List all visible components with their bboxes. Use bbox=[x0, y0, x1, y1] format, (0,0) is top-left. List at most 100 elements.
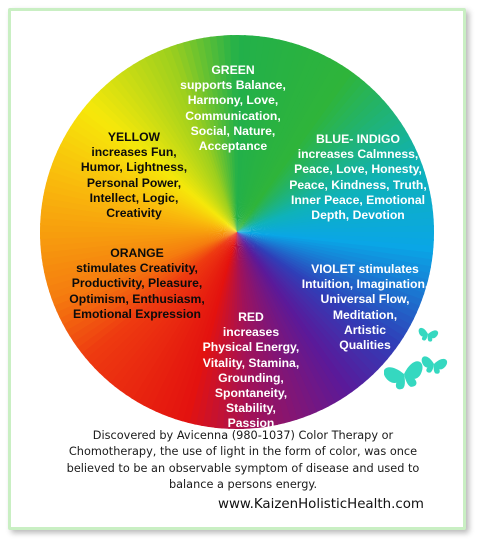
wheel-wedge bbox=[176, 42, 237, 232]
wheel-wedge bbox=[237, 232, 401, 350]
wheel-wedge bbox=[62, 232, 237, 331]
wheel-wedge bbox=[51, 232, 237, 306]
wheel-wedge bbox=[237, 151, 421, 232]
wheel-wedge bbox=[237, 105, 394, 232]
wheel-wedge bbox=[237, 218, 434, 232]
wheel-wedge bbox=[237, 232, 298, 422]
wheel-wedge bbox=[237, 90, 381, 232]
wheel-wedge bbox=[93, 232, 237, 374]
wheel-wedge bbox=[163, 46, 237, 232]
wheel-wedge bbox=[105, 79, 238, 233]
wheel-wedge bbox=[237, 232, 388, 366]
wheel-wedge bbox=[237, 171, 427, 232]
wheel-wedge bbox=[237, 121, 406, 232]
wheel-wedge bbox=[237, 232, 393, 361]
wheel-wedge bbox=[237, 164, 425, 232]
red-segment-text: RED increases Physical Energy, Vitality,… bbox=[202, 310, 300, 431]
wheel-wedge bbox=[237, 232, 318, 416]
wheel-wedge bbox=[230, 34, 240, 232]
wheel-wedge bbox=[237, 72, 360, 233]
wheel-wedge bbox=[237, 68, 355, 233]
wheel-wedge bbox=[66, 125, 237, 232]
wheel-wedge bbox=[237, 85, 376, 232]
wheel-wedge bbox=[237, 232, 278, 427]
wheel-wedge bbox=[84, 232, 238, 364]
wheel-wedge bbox=[237, 81, 371, 232]
yellow-segment-text: YELLOW increases Fun, Humor, Lightness, … bbox=[80, 130, 188, 221]
wheel-wedge bbox=[237, 232, 359, 393]
butterfly-icon bbox=[418, 327, 439, 342]
butterflies-icon bbox=[384, 327, 448, 390]
wheel-wedge bbox=[237, 76, 366, 232]
wheel-wedge bbox=[237, 232, 379, 376]
wheel-wedge bbox=[68, 232, 237, 343]
wheel-wedge bbox=[45, 232, 237, 287]
wheel-wedge bbox=[237, 211, 434, 232]
wheel-wedge bbox=[237, 158, 423, 232]
website-url: www.KaizenHolisticHealth.com bbox=[218, 497, 424, 512]
wheel-wedge bbox=[237, 139, 415, 232]
wheel-wedge bbox=[56, 232, 238, 319]
butterfly-icon bbox=[421, 356, 448, 374]
wheel-wedge bbox=[59, 232, 237, 325]
wheel-wedge bbox=[237, 232, 251, 429]
wheel-wedge bbox=[237, 177, 429, 232]
wheel-wedge bbox=[234, 232, 244, 430]
wheel-wedge bbox=[89, 232, 237, 369]
wheel-wedge bbox=[73, 114, 238, 232]
caption-text: Discovered by Avicenna (980-1037) Color … bbox=[66, 429, 420, 492]
wheel-wedge bbox=[77, 109, 238, 232]
wheel-wedge bbox=[132, 60, 237, 233]
wheel-wedge bbox=[53, 232, 237, 313]
wheel-wedge bbox=[95, 88, 237, 232]
wheel-wedge bbox=[40, 232, 237, 253]
wheel-wedge bbox=[237, 232, 364, 389]
wheel-wedge bbox=[237, 232, 272, 428]
wheel-wedge bbox=[216, 35, 237, 232]
wheel-wedge bbox=[144, 54, 237, 232]
wheel-wedge bbox=[237, 58, 338, 233]
wheel-wedge bbox=[237, 232, 265, 429]
wheel-wedge bbox=[72, 232, 237, 348]
wheel-wedge bbox=[237, 95, 385, 233]
wheel-wedge bbox=[237, 232, 336, 407]
wheel-wedge bbox=[237, 232, 348, 401]
wheel-wedge bbox=[237, 232, 258, 429]
wheel-wedge bbox=[100, 84, 238, 232]
wheel-wedge bbox=[237, 232, 305, 420]
wheel-wedge bbox=[41, 232, 237, 267]
wheel-wedge bbox=[98, 232, 238, 379]
wheel-wedge bbox=[189, 38, 237, 232]
wheel-wedge bbox=[237, 232, 397, 355]
wheel-wedge bbox=[40, 232, 238, 260]
wheel-wedge bbox=[126, 63, 237, 232]
wheel-wedge bbox=[237, 232, 311, 418]
wheel-wedge bbox=[237, 64, 349, 233]
wheel-wedge bbox=[237, 232, 353, 397]
wheel-wedge bbox=[63, 131, 238, 232]
wheel-wedge bbox=[39, 229, 237, 239]
wheel-wedge bbox=[237, 127, 409, 232]
wheel-wedge bbox=[76, 232, 237, 354]
wheel-wedge bbox=[237, 225, 435, 235]
wheel-wedge bbox=[138, 57, 237, 232]
wheel-wedge bbox=[237, 232, 411, 333]
wheel-wedge bbox=[237, 232, 408, 339]
wheel-wedge bbox=[182, 40, 237, 232]
wheel-wedge bbox=[237, 110, 398, 232]
wheel-wedge bbox=[237, 145, 418, 232]
wheel-wedge bbox=[202, 36, 237, 232]
wheel-wedge bbox=[169, 44, 237, 233]
wheel-wedge bbox=[237, 232, 405, 344]
wheel-wedge bbox=[237, 100, 390, 233]
wheel-wedge bbox=[237, 232, 342, 404]
wheel-wedge bbox=[237, 232, 285, 426]
orange-segment-text: ORANGE stimulates Creativity, Productivi… bbox=[69, 246, 205, 321]
wheel-wedge bbox=[40, 232, 238, 246]
violet-segment-text: VIOLET stimulates Intuition, Imagination… bbox=[301, 262, 429, 353]
wheel-wedge bbox=[156, 48, 237, 232]
wheel-wedge bbox=[237, 133, 412, 232]
wheel-wedge bbox=[125, 232, 237, 400]
wheel-wedge bbox=[237, 184, 431, 232]
